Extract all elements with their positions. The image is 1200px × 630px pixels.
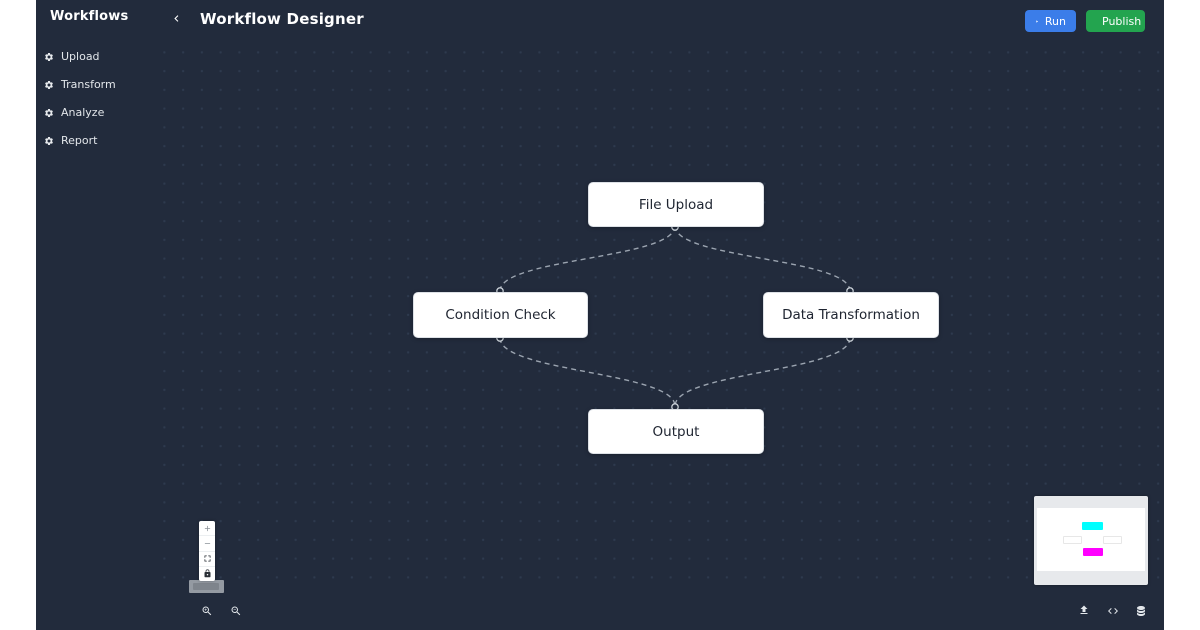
zoom-out-magnifier-button[interactable] — [229, 604, 242, 617]
zoom-in-magnifier-icon — [201, 605, 213, 617]
sidebar-item-label: Analyze — [61, 106, 105, 119]
minimap-node-file-upload — [1082, 522, 1103, 530]
database-icon — [1135, 605, 1147, 617]
workflow-designer-app: File Upload Condition Check Data Transfo… — [36, 0, 1164, 630]
play-icon — [1035, 16, 1039, 27]
sidebar-item-analyze[interactable]: Analyze — [44, 105, 104, 121]
sidebar-item-label: Upload — [61, 50, 100, 63]
sidebar-item-transform[interactable]: Transform — [44, 77, 116, 93]
minimap-node-data-transformation — [1103, 536, 1122, 544]
sidebar-item-report[interactable]: Report — [44, 133, 97, 149]
node-condition-check[interactable]: Condition Check — [413, 292, 588, 338]
gear-icon — [44, 108, 54, 118]
upload-button[interactable] — [1077, 603, 1090, 616]
publish-button[interactable]: Publish — [1086, 10, 1145, 32]
gear-icon — [44, 52, 54, 62]
edge-conditioncheck-output — [499, 337, 676, 407]
sidebar-item-label: Report — [61, 134, 98, 147]
sidebar-collapse-button[interactable] — [168, 10, 184, 26]
chevron-left-icon — [170, 12, 183, 25]
attribution-inner — [193, 583, 219, 590]
minimap-viewport — [1037, 508, 1145, 571]
minimap-node-condition-check — [1063, 536, 1082, 544]
sidebar-item-upload[interactable]: Upload — [44, 49, 100, 65]
minimap[interactable] — [1034, 496, 1148, 585]
node-file-upload[interactable]: File Upload — [588, 182, 764, 227]
flow-canvas[interactable]: File Upload Condition Check Data Transfo… — [36, 0, 1164, 630]
run-button-label: Run — [1044, 14, 1066, 28]
edge-fileupload-conditioncheck — [499, 225, 676, 292]
sidebar: Workflows Upload Transform Analyze Repor… — [36, 0, 156, 630]
header — [36, 0, 1164, 40]
lock-button[interactable] — [199, 567, 215, 581]
edge-datatransformation-output — [674, 337, 851, 407]
fit-view-button[interactable] — [199, 552, 215, 567]
publish-button-label: Publish — [1102, 14, 1142, 28]
minimap-node-output — [1083, 548, 1103, 556]
code-icon — [1107, 605, 1119, 617]
canvas-controls — [199, 521, 215, 581]
node-output[interactable]: Output — [588, 409, 764, 454]
zoom-in-button[interactable] — [199, 521, 215, 537]
code-button[interactable] — [1106, 604, 1119, 617]
zoom-in-magnifier-button[interactable] — [200, 604, 213, 617]
edge-fileupload-datatransformation — [674, 225, 851, 292]
upload-icon — [1078, 604, 1090, 616]
run-button[interactable]: Run — [1025, 10, 1076, 32]
gear-icon — [44, 80, 54, 90]
zoom-out-button[interactable] — [199, 536, 215, 552]
gear-icon — [44, 136, 54, 146]
footer — [36, 593, 1164, 630]
attribution-bar — [189, 580, 224, 593]
page-title: Workflow Designer — [200, 10, 364, 28]
zoom-out-magnifier-icon — [230, 605, 242, 617]
sidebar-title: Workflows — [50, 9, 129, 24]
database-button[interactable] — [1134, 604, 1147, 617]
node-data-transformation[interactable]: Data Transformation — [763, 292, 939, 338]
sidebar-item-label: Transform — [61, 78, 116, 91]
